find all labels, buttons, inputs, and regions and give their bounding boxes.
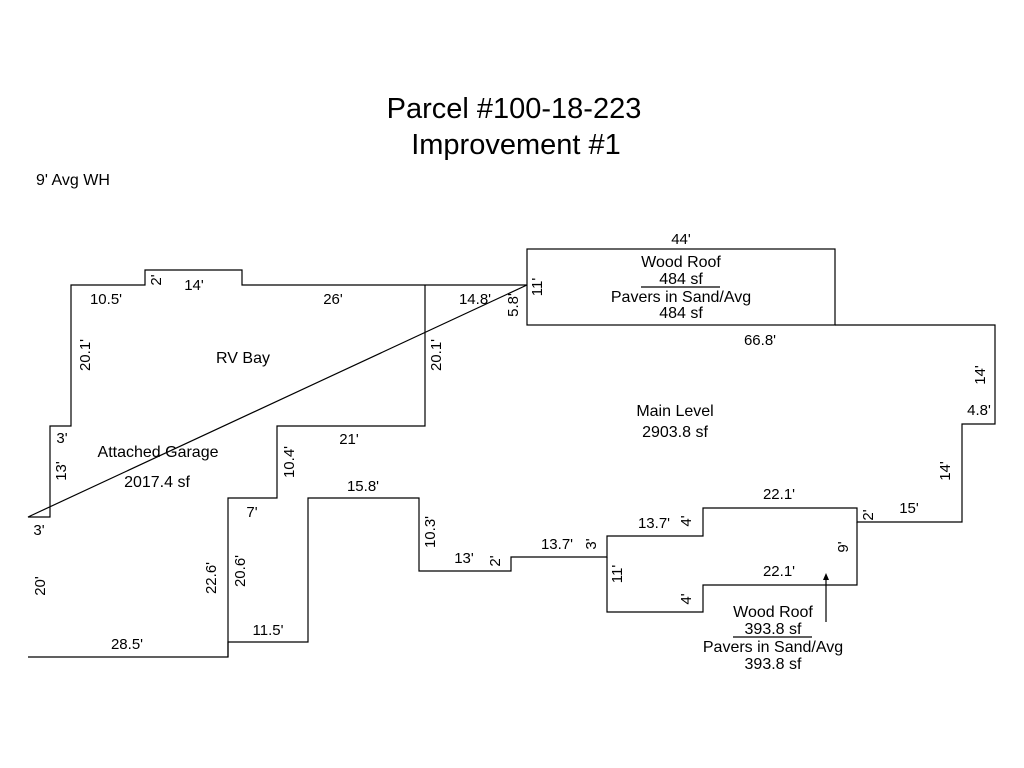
main-level-area: 2903.8 sf [642,424,708,441]
bottom-wood-roof-area: 393.8 sf [745,621,802,638]
dim-label: 3' [33,522,44,539]
top-pavers-label: Pavers in Sand/Avg [611,289,751,306]
bottom-pavers-label: Pavers in Sand/Avg [703,639,843,656]
bottom-wood-roof-label: Wood Roof [733,604,813,621]
main-outline [27,269,996,658]
dim-label: 13.7' [541,536,573,553]
dim-label: 13' [53,461,70,481]
dim-label: 2' [487,555,504,566]
dim-label: 22.6' [203,562,220,594]
dim-label: 14' [937,461,954,481]
bottom-pavers-area: 393.8 sf [745,656,802,673]
dim-label: 4' [678,515,695,526]
dim-label: 26' [323,291,343,308]
top-wood-roof-area: 484 sf [659,271,703,288]
dim-label: 4' [678,593,695,604]
dim-label: 5.8' [505,293,522,317]
dim-label: 15' [899,500,919,517]
dim-label: 2' [860,509,877,520]
dim-label: 7' [246,504,257,521]
dim-label: 20.1' [77,339,94,371]
dim-label: 14' [972,365,989,385]
patio-top-rect [526,248,836,326]
dim-label: 4.8' [967,402,991,419]
dim-label: 15.8' [347,478,379,495]
sketch-title-parcel: Parcel #100-18-223 [387,93,642,125]
garage-divider [227,285,426,657]
dim-label: 20.6' [232,555,249,587]
dim-label: 20' [32,576,49,596]
dim-label: 22.1' [763,486,795,503]
dim-label: 2' [148,274,165,285]
dim-label: 13' [454,550,474,567]
attached-garage-label: Attached Garage [98,444,219,461]
wall-height-note: 9' Avg WH [36,172,110,189]
dim-label: 13.7' [638,515,670,532]
attached-garage-area: 2017.4 sf [124,474,190,491]
bottom-roof-pointer-arrowhead [823,573,829,580]
dim-label: 21' [339,431,359,448]
dim-label: 10.3' [422,516,439,548]
dim-label: 11' [529,278,546,297]
dim-label: 9' [835,541,852,552]
dim-label: 28.5' [111,636,143,653]
dim-label: 10.5' [90,291,122,308]
dim-label: 3' [56,430,67,447]
top-pavers-area: 484 sf [659,305,703,322]
patio-bottom-outline [606,522,858,613]
dim-label: 11.5' [253,622,284,639]
sketch-title-improvement: Improvement #1 [411,129,621,161]
dim-label: 11' [609,565,626,584]
dim-label: 44' [671,231,691,248]
dim-label: 3' [583,538,600,549]
top-wood-roof-label: Wood Roof [641,254,721,271]
dim-label: 14.8' [459,291,491,308]
dim-label: 66.8' [744,332,776,349]
dim-label: 10.4' [281,446,298,478]
dim-label: 14' [184,277,204,294]
main-level-label: Main Level [636,403,713,420]
dim-label: 22.1' [763,563,795,580]
rv-bay-label: RV Bay [216,350,270,367]
dim-label: 20.1' [428,339,445,371]
